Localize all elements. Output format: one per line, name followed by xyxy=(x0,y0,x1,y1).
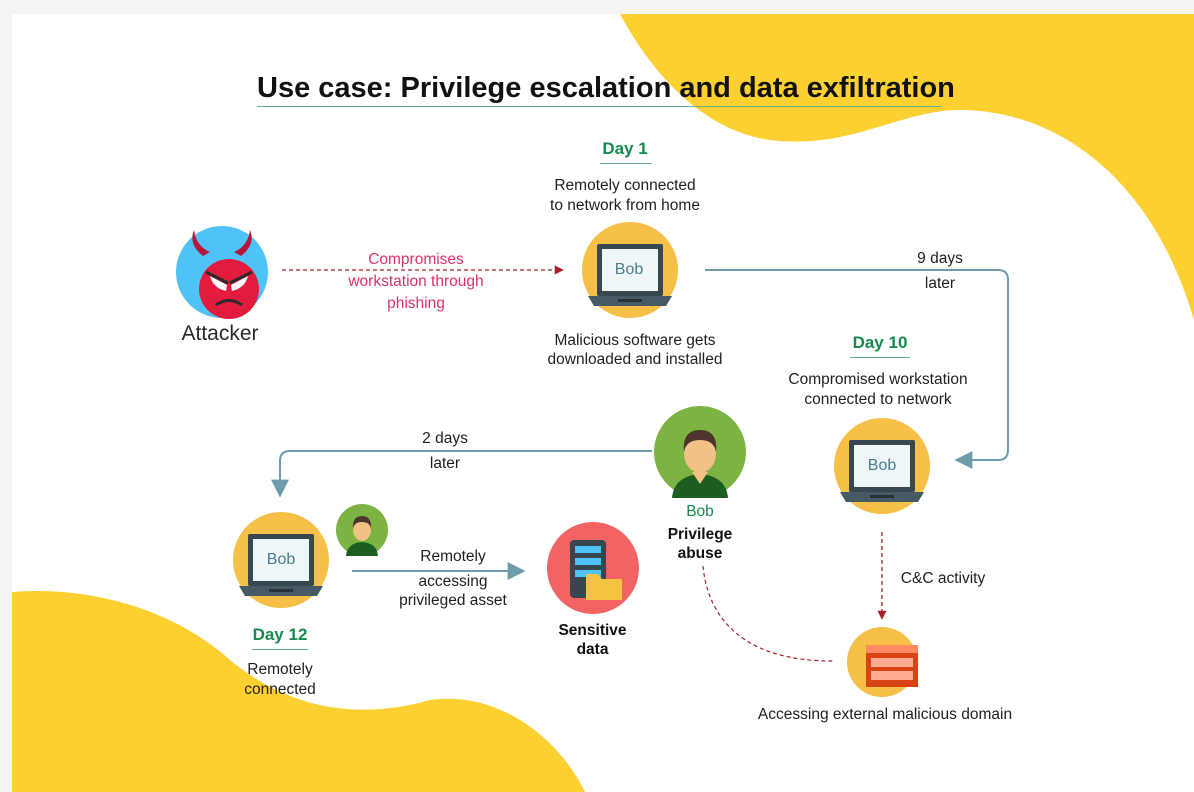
delay1-line-2: later xyxy=(924,275,956,292)
bob-avatar-small xyxy=(336,504,388,556)
sensitive-data-line-1: Sensitive xyxy=(558,622,627,639)
day1-underline xyxy=(600,163,652,164)
day1-after-2: downloaded and installed xyxy=(547,351,723,368)
nine-days-arrow xyxy=(705,269,1009,469)
attacker-avatar xyxy=(176,226,268,319)
delay2-line-2: later xyxy=(429,455,461,472)
two-days-arrow xyxy=(271,450,652,498)
yellow-blob-top-right xyxy=(620,14,1194,320)
day10-label: Day 10 xyxy=(852,333,908,352)
bob-action-1: Privilege xyxy=(667,526,733,543)
privilege-abuse-link xyxy=(702,565,836,662)
day10-laptop-label: Bob xyxy=(867,457,897,474)
remote-access-line-1: Remotely xyxy=(420,548,486,565)
sensitive-data-line-2: data xyxy=(576,641,609,658)
day10-description-1: Compromised workstation xyxy=(788,371,968,388)
day1-after-1: Malicious software gets xyxy=(554,332,716,349)
laptop-day12 xyxy=(233,512,329,608)
day12-underline xyxy=(252,649,308,650)
remote-access-line-2: accessing xyxy=(418,573,488,590)
day12-description-2: connected xyxy=(244,681,316,698)
delay2-line-1: 2 days xyxy=(422,430,468,447)
delay1-line-1: 9 days xyxy=(917,250,963,267)
title-underline xyxy=(257,106,941,107)
laptop-day1 xyxy=(582,222,678,318)
yellow-blob-bottom-left xyxy=(12,590,585,792)
laptop-day10 xyxy=(834,418,930,514)
phishing-line-2: workstation through xyxy=(348,273,484,290)
bob-action-2: abuse xyxy=(677,545,723,562)
day12-description-1: Remotely xyxy=(247,661,313,678)
phishing-line-3: phishing xyxy=(387,295,445,312)
phishing-line-1: Compromises xyxy=(368,251,464,268)
malicious-domain-icon xyxy=(847,627,918,697)
page-title: Use case: Privilege escalation and data … xyxy=(257,72,955,104)
attacker-label: Attacker xyxy=(181,322,259,345)
cc-activity-label: C&C activity xyxy=(900,570,986,587)
remote-access-line-3: privileged asset xyxy=(399,592,507,609)
bob-avatar-large xyxy=(654,406,746,498)
day12-laptop-label: Bob xyxy=(266,551,296,568)
day1-laptop-label: Bob xyxy=(614,261,644,278)
bob-name: Bob xyxy=(686,503,714,520)
day1-label: Day 1 xyxy=(602,139,648,158)
external-domain-label: Accessing external malicious domain xyxy=(757,706,1013,723)
day1-description-1: Remotely connected xyxy=(554,177,696,194)
day10-description-2: connected to network xyxy=(804,391,952,408)
day1-description-2: to network from home xyxy=(550,197,700,214)
day10-underline xyxy=(850,357,910,358)
sensitive-data-icon xyxy=(547,522,639,614)
day12-label: Day 12 xyxy=(252,625,308,644)
